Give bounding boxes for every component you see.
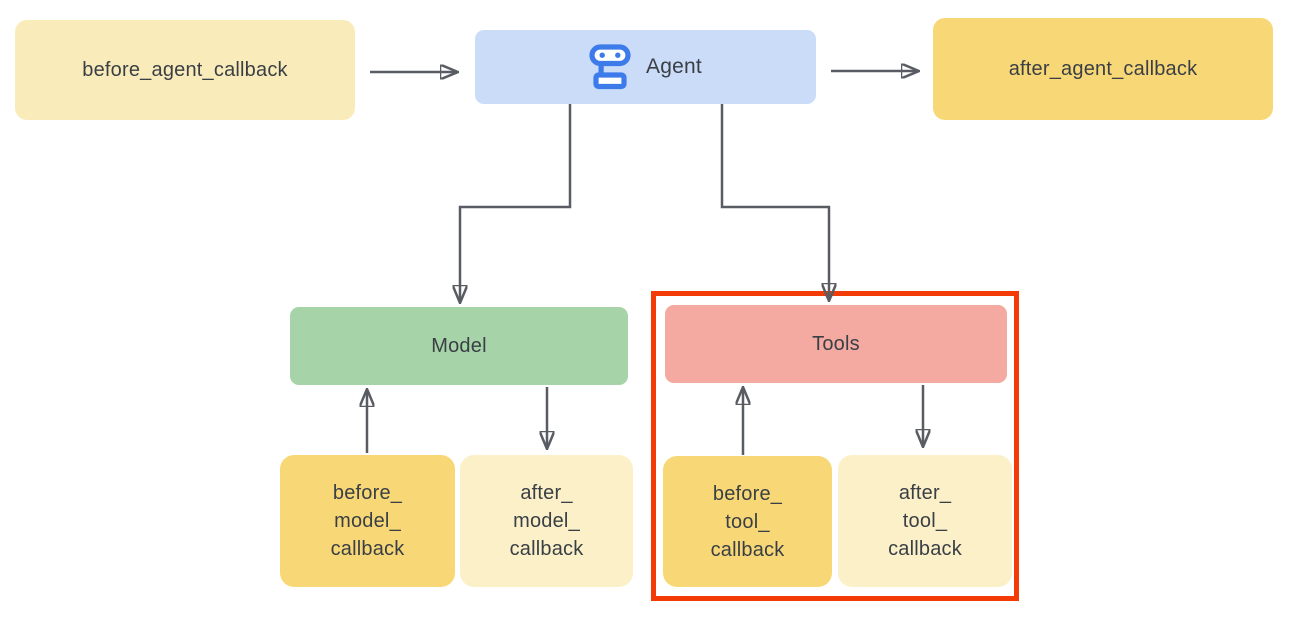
node-tools: Tools	[665, 305, 1007, 383]
node-label: after_ model_ callback	[509, 482, 584, 560]
node-after-model-callback: after_ model_ callback	[460, 455, 633, 587]
node-model: Model	[290, 307, 628, 385]
node-before-tool-callback: before_ tool_ callback	[663, 456, 832, 587]
node-label: after_ tool_ callback	[888, 482, 962, 560]
node-label: Agent	[646, 55, 702, 78]
node-label: Model	[431, 334, 487, 357]
node-label: Tools	[812, 332, 860, 355]
node-after-tool-callback: after_ tool_ callback	[838, 455, 1012, 587]
node-label: before_ tool_ callback	[710, 482, 785, 561]
node-label: before_ model_ callback	[330, 482, 405, 560]
node-before-model-callback: before_ model_ callback	[280, 455, 455, 587]
node-label: after_agent_callback	[1008, 57, 1198, 80]
connector-agent-to-model	[460, 104, 572, 301]
node-label: before_agent_callback	[82, 58, 288, 81]
node-agent: Agent	[475, 30, 816, 104]
robot-icon	[589, 43, 631, 89]
connector-agent-to-tools	[720, 104, 829, 299]
node-before-agent-callback: before_agent_callback	[15, 20, 355, 120]
node-after-agent-callback: after_agent_callback	[933, 18, 1273, 120]
